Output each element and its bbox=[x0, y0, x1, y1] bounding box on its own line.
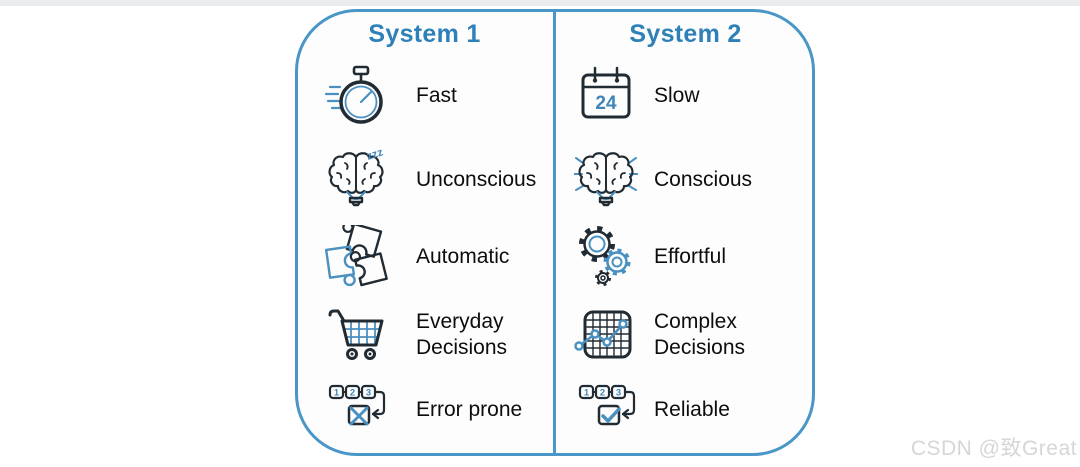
system1-title: System 1 bbox=[368, 20, 481, 48]
stopwatch-icon bbox=[322, 62, 390, 130]
item-label: Automatic bbox=[416, 245, 510, 269]
steps-check-icon: 1 2 3 bbox=[572, 376, 640, 444]
list-item: Conscious bbox=[572, 146, 786, 214]
sleep-zzz-text: zzz bbox=[365, 148, 385, 163]
step-number: 1 bbox=[334, 388, 340, 399]
step-number: 2 bbox=[600, 388, 605, 399]
puzzle-pieces-icon bbox=[322, 223, 390, 291]
item-label: Everyday Decisions bbox=[416, 310, 508, 359]
list-item: Effortful bbox=[572, 223, 786, 291]
chart-grid-icon bbox=[572, 301, 640, 369]
list-item: 1 2 3 Reliable bbox=[572, 376, 786, 444]
list-item: 1 2 3 Error prone bbox=[322, 376, 548, 444]
thinking-brain-icon bbox=[572, 146, 640, 214]
item-label: Effortful bbox=[654, 245, 726, 269]
sleeping-brain-icon: zzz bbox=[322, 146, 390, 214]
item-label: Reliable bbox=[654, 398, 730, 422]
calendar-number: 24 bbox=[595, 93, 617, 114]
steps-error-icon: 1 2 3 bbox=[322, 376, 390, 444]
column-divider bbox=[553, 9, 556, 456]
list-item: Everyday Decisions bbox=[322, 301, 548, 369]
item-label: Slow bbox=[654, 84, 700, 108]
shopping-cart-icon bbox=[322, 301, 390, 369]
item-label: Unconscious bbox=[416, 168, 537, 192]
list-item: 24 Slow bbox=[572, 62, 786, 130]
system2-title: System 2 bbox=[629, 20, 742, 48]
item-label: Complex Decisions bbox=[654, 310, 746, 359]
gears-icon bbox=[572, 223, 640, 291]
item-label: Conscious bbox=[654, 168, 753, 192]
list-item: Automatic bbox=[322, 223, 548, 291]
item-label: Fast bbox=[416, 84, 457, 108]
top-strip bbox=[0, 0, 1080, 6]
step-number: 3 bbox=[616, 388, 621, 399]
watermark: CSDN @致Great bbox=[910, 437, 1077, 460]
step-number: 2 bbox=[350, 388, 355, 399]
step-number: 3 bbox=[366, 388, 371, 399]
list-item: Complex Decisions bbox=[572, 301, 786, 369]
list-item: zzz Unconscious bbox=[322, 146, 548, 214]
list-item: Fast bbox=[322, 62, 548, 130]
step-number: 1 bbox=[584, 388, 590, 399]
item-label: Error prone bbox=[416, 398, 523, 422]
calendar-24-icon: 24 bbox=[572, 62, 640, 130]
